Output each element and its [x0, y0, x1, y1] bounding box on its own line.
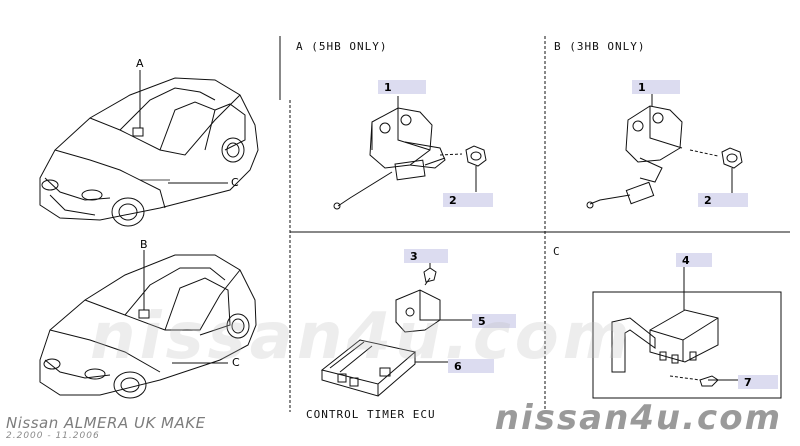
- watermark-large: nissan4u.com: [90, 300, 634, 374]
- c-relay-drawing: [611, 266, 748, 387]
- section-b-title: B (3HB ONLY): [554, 40, 646, 53]
- section-c-title: C: [553, 245, 561, 258]
- part-tag-1-a[interactable]: 1: [378, 80, 426, 94]
- part-tag-3[interactable]: 3: [404, 249, 448, 263]
- b-nut-drawing: [689, 147, 743, 194]
- part-tag-2-a[interactable]: 2: [443, 193, 493, 207]
- footer-model: Nissan ALMERA UK MAKE: [6, 414, 206, 432]
- car-3hb-drawing: [39, 254, 257, 399]
- footer-period: 2.2000 - 11.2006: [6, 431, 100, 441]
- a-nut-drawing: [439, 145, 487, 192]
- callout-a-label: A: [136, 57, 144, 70]
- part-tag-4[interactable]: 4: [676, 253, 712, 267]
- watermark-logo: nissan4u.com: [494, 398, 782, 438]
- part-tag-2-b[interactable]: 2: [698, 193, 748, 207]
- ecu-bracket-drawing: [395, 262, 475, 333]
- callout-b-label: B: [140, 238, 148, 251]
- relay-frame: [592, 291, 782, 399]
- part-tag-7[interactable]: 7: [738, 375, 778, 389]
- car-5hb-drawing: [39, 77, 259, 227]
- callout-c-bottom-label: C: [232, 356, 240, 369]
- part-tag-5[interactable]: 5: [472, 314, 516, 328]
- ecu-caption: CONTROL TIMER ECU: [306, 408, 436, 421]
- part-tag-6[interactable]: 6: [448, 359, 494, 373]
- b-buzzer-bracket-drawing: [586, 94, 683, 209]
- section-a-title: A (5HB ONLY): [296, 40, 388, 53]
- part-tag-1-b[interactable]: 1: [632, 80, 680, 94]
- a-buzzer-bracket-drawing: [333, 96, 446, 210]
- callout-c-top-label: C: [231, 176, 239, 189]
